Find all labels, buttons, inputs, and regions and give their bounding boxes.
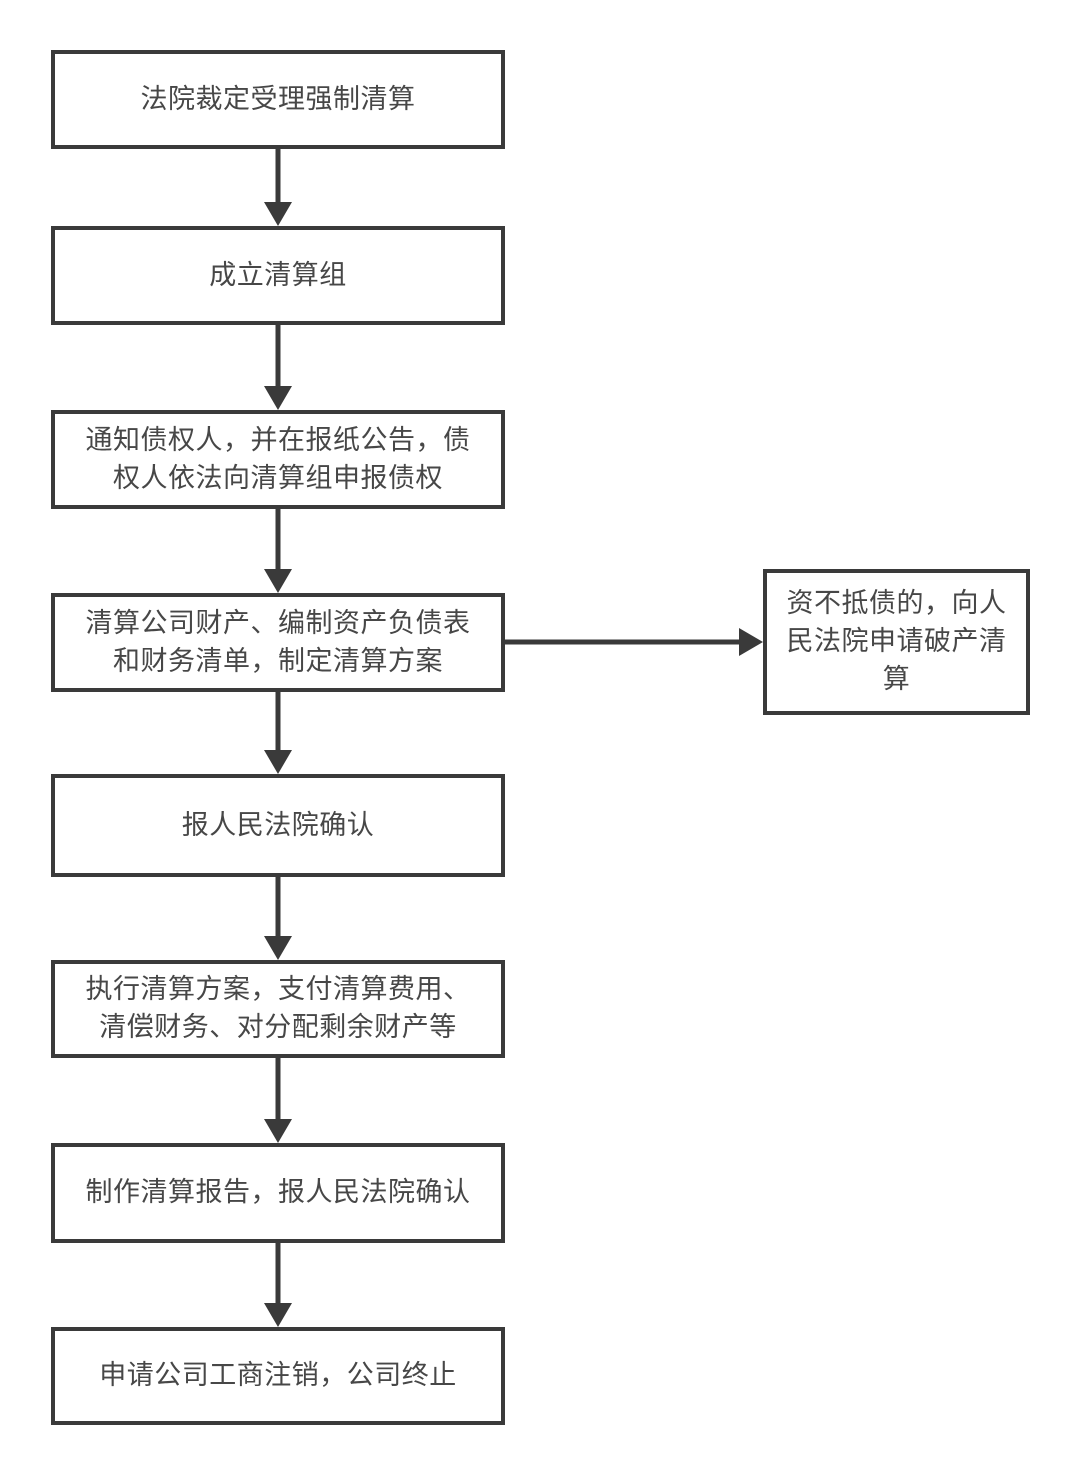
arrow-step2-step3 [264, 325, 292, 410]
flow-node-label: 执行清算方案，支付清算费用、清偿财务、对分配剩余财产等 [85, 974, 471, 1043]
flow-node-bankruptcy-branch: 资不抵债的，向人民法院申请破产清算 [763, 569, 1030, 715]
flow-node-label: 清算公司财产、编制资产负债表和财务清单，制定清算方案 [85, 607, 471, 677]
flow-node-label: 法院裁定受理强制清算 [140, 83, 416, 115]
flow-node-label: 制作清算报告，报人民法院确认 [85, 1177, 471, 1209]
flow-node-liquidate-assets: 清算公司财产、编制资产负债表和财务清单，制定清算方案 [51, 593, 505, 692]
arrow-step4-step5 [264, 692, 292, 774]
arrow-step1-step2 [264, 149, 292, 226]
flow-node-label: 报人民法院确认 [181, 809, 375, 841]
flow-node-label: 资不抵债的，向人民法院申请破产清算 [786, 588, 1007, 695]
flow-node-court-confirmation: 报人民法院确认 [51, 774, 505, 877]
flow-node-label: 成立清算组 [209, 259, 347, 291]
arrow-step7-step8 [264, 1243, 292, 1327]
flow-node-execute-plan: 执行清算方案，支付清算费用、清偿财务、对分配剩余财产等 [51, 960, 505, 1058]
flow-node-label: 通知债权人，并在报纸公告，债权人依法向清算组申报债权 [85, 424, 471, 494]
arrow-step5-step6 [264, 877, 292, 960]
flow-node-label: 申请公司工商注销，公司终止 [99, 1360, 457, 1392]
flow-node-form-liquidation-group: 成立清算组 [51, 226, 505, 325]
arrow-step3-step4 [264, 509, 292, 593]
flow-node-notify-creditors: 通知债权人，并在报纸公告，债权人依法向清算组申报债权 [51, 410, 505, 509]
flow-node-deregistration: 申请公司工商注销，公司终止 [51, 1327, 505, 1425]
flow-node-court-ruling: 法院裁定受理强制清算 [51, 50, 505, 149]
arrow-step4-bankruptcy [505, 628, 763, 656]
arrow-step6-step7 [264, 1058, 292, 1143]
flow-node-liquidation-report: 制作清算报告，报人民法院确认 [51, 1143, 505, 1243]
